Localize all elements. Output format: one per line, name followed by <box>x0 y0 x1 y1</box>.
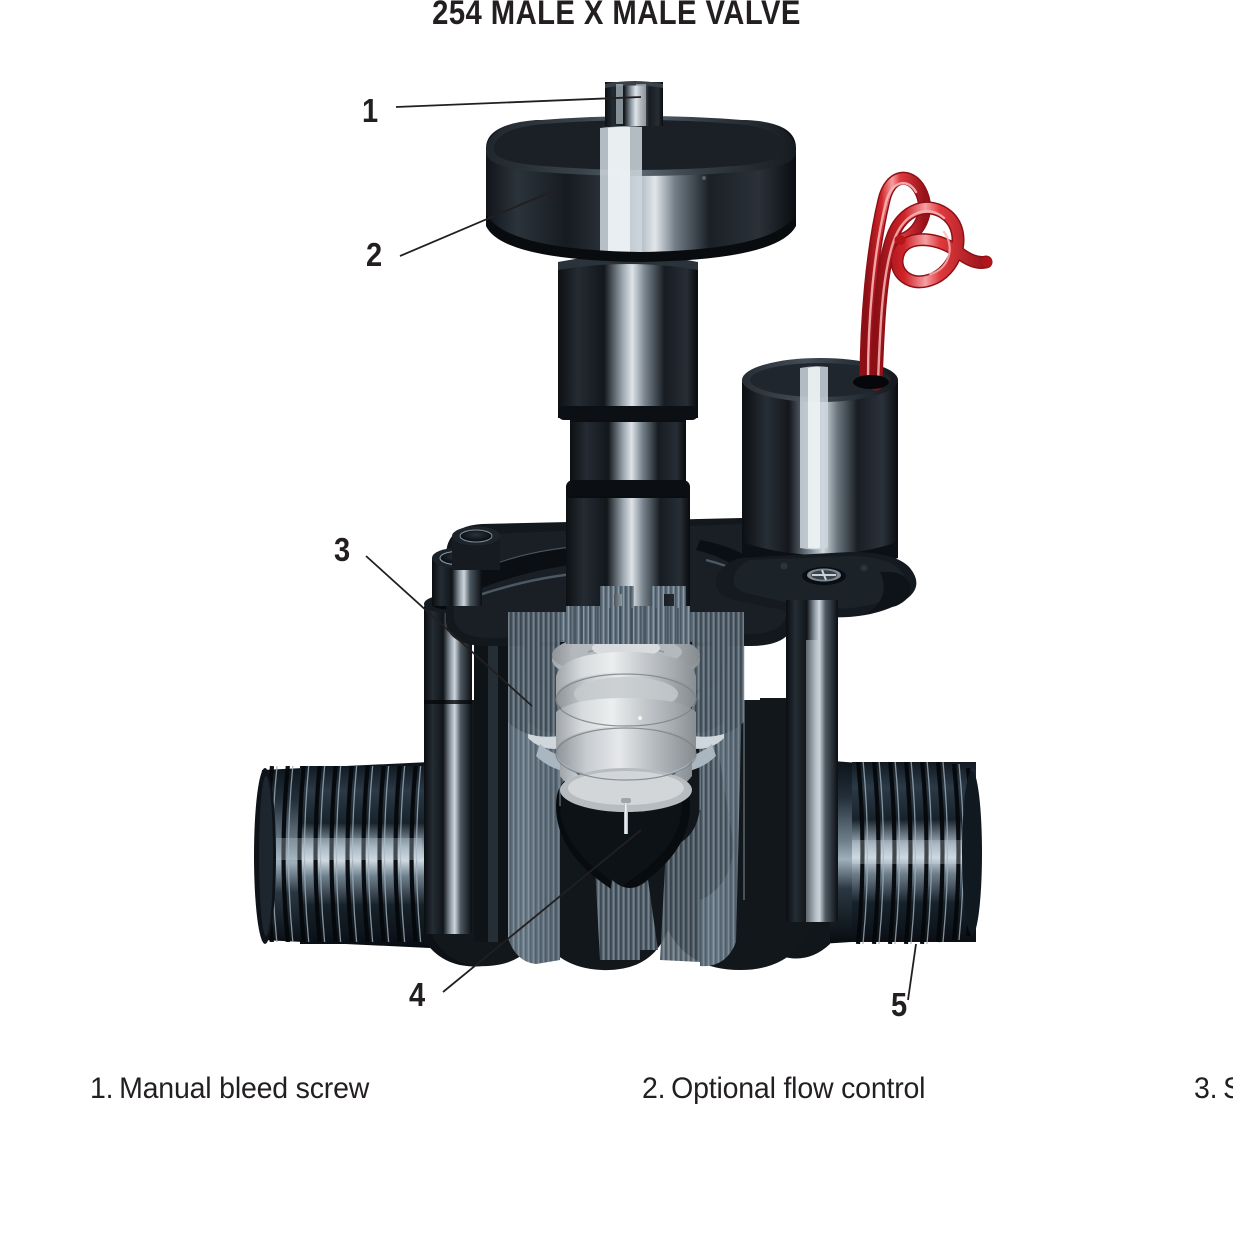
diaphragm-assembly <box>552 633 700 812</box>
callout-leader-lines <box>365 96 917 1001</box>
callout-number-5: 5 <box>891 986 908 1023</box>
body-bolt-column-right <box>786 600 838 922</box>
callout-number-3: 3 <box>334 531 351 568</box>
cap-bolt-boss-top <box>452 526 500 570</box>
manual-bleed-screw <box>605 81 663 126</box>
flow-control-stem <box>486 81 796 644</box>
inlet-port-left <box>254 762 440 948</box>
callout-number-1: 1 <box>362 92 379 129</box>
legend-item-1: 1.Manual bleed screw <box>90 1072 614 1106</box>
leader-line-5 <box>907 943 917 1001</box>
callout-number-4: 4 <box>409 976 426 1013</box>
legend-item-2: 2.Optional flow control <box>642 1072 1166 1106</box>
leader-line-3 <box>365 555 533 707</box>
outlet-port-right <box>820 760 982 944</box>
leader-line-1 <box>395 96 642 108</box>
legend-text-1: Manual bleed screw <box>119 1072 370 1105</box>
flow-control-knob <box>486 116 796 262</box>
page-title: 254 MALE X MALE VALVE <box>432 0 801 32</box>
valve-cutaway-figure <box>254 81 993 1001</box>
leader-line-4 <box>442 829 642 993</box>
solenoid-assembly <box>715 171 993 640</box>
body-bolt-column-left-lower <box>474 600 508 942</box>
leader-line-2 <box>399 187 561 257</box>
legend-text-3: Single-piece rubber diaphragm <box>1223 1072 1233 1105</box>
legend-item-3: 3. Single-piece rubber diaphragm <box>1194 1072 1233 1106</box>
legend-number-2: 2. <box>642 1072 666 1105</box>
metering-pin <box>621 798 631 834</box>
legend-number-3: 3. <box>1194 1072 1218 1105</box>
solenoid-wires <box>859 171 993 391</box>
callout-number-2: 2 <box>366 236 383 273</box>
legend-list: 1.Manual bleed screw 2.Optional flow con… <box>90 1072 1233 1134</box>
legend-number-1: 1. <box>90 1072 114 1105</box>
legend-text-2: Optional flow control <box>671 1072 926 1105</box>
